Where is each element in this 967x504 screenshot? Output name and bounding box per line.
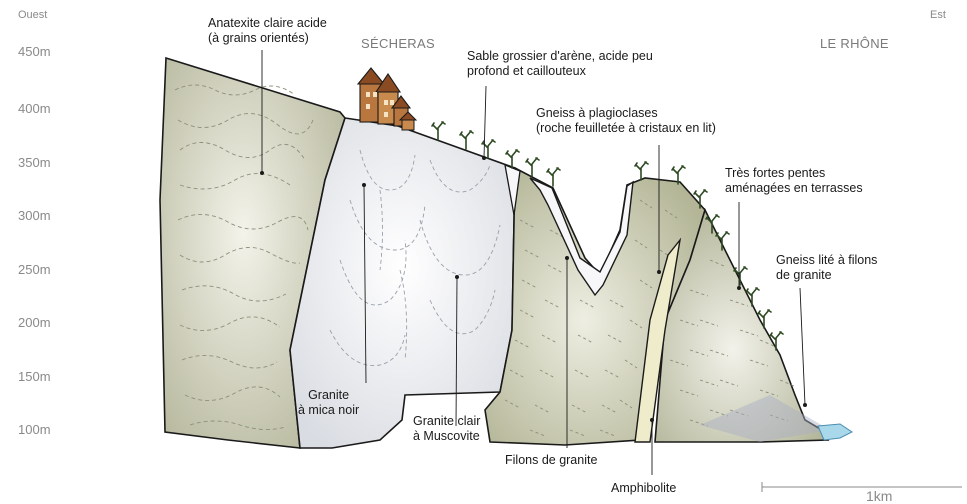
altitude-tick: 400m	[18, 101, 51, 116]
west-label: Ouest	[18, 9, 47, 21]
label-gneiss-lite: Gneiss lité à filons de granite	[776, 253, 877, 283]
river-rhone	[818, 424, 852, 440]
altitude-tick: 300m	[18, 208, 51, 223]
label-amphibolite: Amphibolite	[611, 481, 676, 496]
altitude-tick: 100m	[18, 422, 51, 437]
altitude-tick: 250m	[18, 262, 51, 277]
label-filons-granite: Filons de granite	[505, 453, 597, 468]
village-secheras-icon	[358, 68, 416, 130]
altitude-tick: 450m	[18, 44, 51, 59]
label-anatexite: Anatexite claire acide (à grains orienté…	[208, 16, 327, 46]
altitude-tick: 150m	[18, 369, 51, 384]
scale-bar	[762, 482, 962, 492]
label-gneiss-plagioclases: Gneiss à plagioclases (roche feuilletée …	[536, 106, 716, 136]
label-sable: Sable grossier d'arène, acide peu profon…	[467, 49, 653, 79]
east-label: Est	[930, 9, 946, 21]
label-tres-fortes-pentes: Très fortes pentes aménagées en terrasse…	[725, 166, 863, 196]
scale-bar-label: 1km	[866, 488, 892, 504]
place-secheras: SÉCHERAS	[361, 36, 435, 51]
label-granite-mica-noir: Granite à mica noir	[298, 388, 359, 418]
altitude-tick: 200m	[18, 315, 51, 330]
label-granite-muscovite: Granite clair à Muscovite	[413, 414, 480, 444]
altitude-tick: 350m	[18, 155, 51, 170]
place-le-rhone: LE RHÔNE	[820, 36, 889, 51]
